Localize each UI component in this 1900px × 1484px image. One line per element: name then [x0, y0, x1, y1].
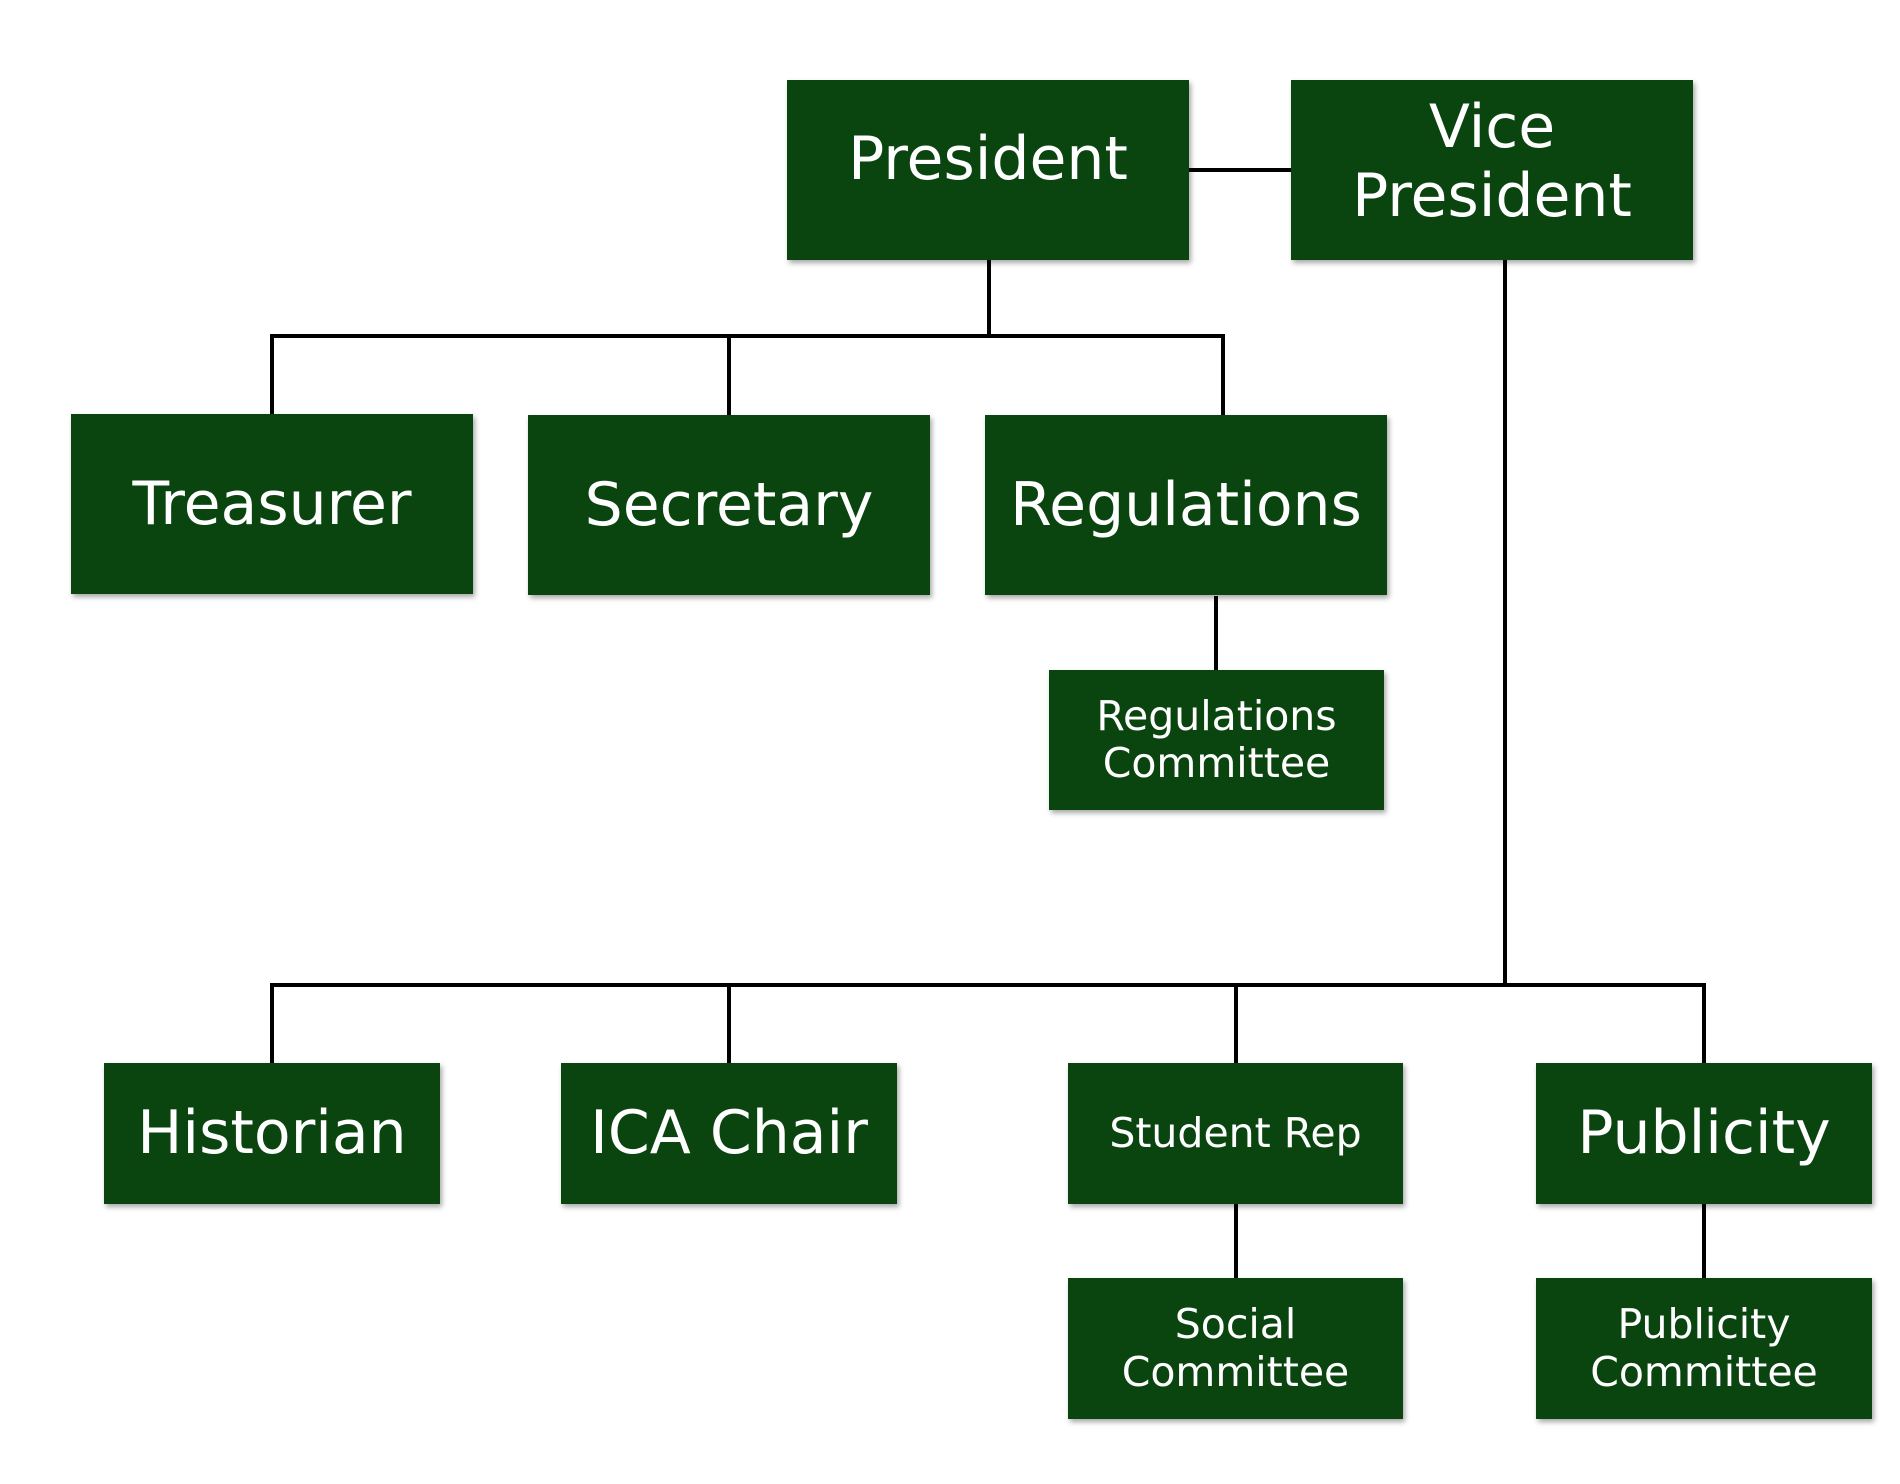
- connector-to-publicity: [1702, 983, 1706, 1064]
- historian-label: Historian: [137, 1098, 407, 1168]
- regulations-committee-box: Regulations Committee: [1049, 670, 1384, 810]
- connector-vice-president-down: [1503, 260, 1507, 987]
- connector-social-committee: [1234, 1203, 1238, 1279]
- publicity-label: Publicity: [1577, 1098, 1831, 1168]
- connector-to-secretary: [727, 334, 731, 416]
- connector-president-vice-president: [1180, 168, 1295, 172]
- publicity-box: Publicity: [1536, 1063, 1872, 1204]
- regulations-committee-label: Regulations Committee: [1096, 691, 1337, 787]
- connector-vice-president-branch: [270, 983, 1706, 987]
- student-rep-box: Student Rep: [1068, 1063, 1403, 1204]
- social-committee-label: Social Committee: [1121, 1300, 1350, 1396]
- connector-publicity-committee: [1702, 1203, 1706, 1279]
- vice-president-label: Vice President: [1352, 92, 1632, 231]
- ica-chair-box: ICA Chair: [561, 1063, 897, 1204]
- publicity-committee-label: Publicity Committee: [1590, 1300, 1818, 1396]
- secretary-box: Secretary: [528, 415, 930, 595]
- treasurer-box: Treasurer: [71, 414, 473, 594]
- ica-chair-label: ICA Chair: [590, 1098, 868, 1168]
- regulations-label: Regulations: [1010, 469, 1362, 540]
- connector-to-treasurer: [270, 334, 274, 416]
- historian-box: Historian: [104, 1063, 440, 1204]
- connector-to-regulations: [1221, 334, 1225, 416]
- connector-president-down: [987, 260, 991, 338]
- president-label: President: [848, 123, 1128, 194]
- connector-regulations-committee: [1214, 596, 1218, 671]
- connector-to-historian: [270, 983, 274, 1064]
- connector-to-ica-chair: [727, 983, 731, 1064]
- connector-president-branch: [270, 334, 1225, 338]
- social-committee-box: Social Committee: [1068, 1278, 1403, 1419]
- president-box: President: [787, 80, 1189, 260]
- regulations-box: Regulations: [985, 415, 1387, 595]
- publicity-committee-box: Publicity Committee: [1536, 1278, 1872, 1419]
- vice-president-box: Vice President: [1291, 80, 1693, 260]
- secretary-label: Secretary: [584, 469, 874, 540]
- connector-to-student-rep: [1234, 983, 1238, 1064]
- treasurer-label: Treasurer: [132, 468, 412, 539]
- student-rep-label: Student Rep: [1109, 1108, 1362, 1157]
